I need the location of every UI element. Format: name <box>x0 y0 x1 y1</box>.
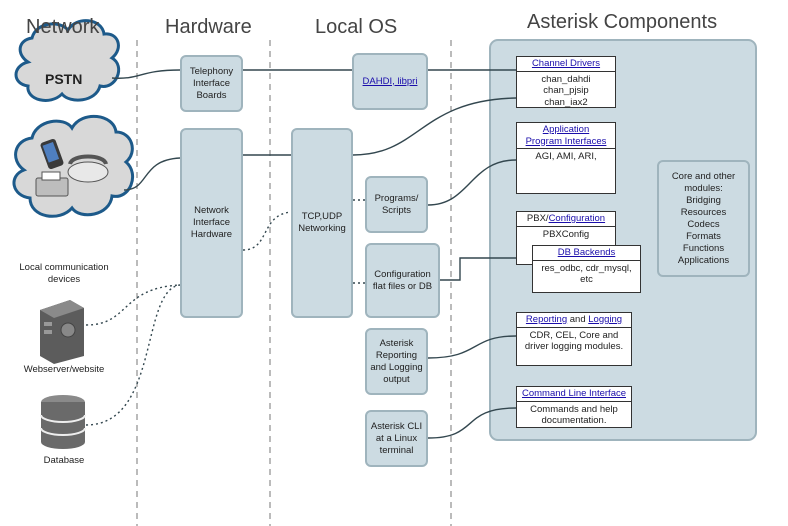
connector-dotted <box>85 284 181 426</box>
column-title-asterisk: Asterisk Components <box>527 11 718 33</box>
tcpudp-box: TCP,UDP Networking <box>291 128 353 318</box>
cli-terminal-box: Asterisk CLI at a Linux terminal <box>365 410 428 467</box>
column-title-local-os: Local OS <box>315 16 398 38</box>
reporting-and: and <box>567 314 589 325</box>
pstn-cloud <box>14 19 121 102</box>
connector-dotted <box>85 284 181 326</box>
pbx-config-body: PBXConfig <box>542 228 590 240</box>
cli-card: Command Line Interface Commands and help… <box>516 386 632 428</box>
channel-drivers-card: Channel Drivers chan_dahdi chan_pjsip ch… <box>516 56 616 108</box>
local-devices-label: Local communication devices <box>19 262 109 285</box>
config-files-box: Configuration flat files or DB <box>365 243 440 318</box>
connector <box>123 157 181 191</box>
column-title-hardware: Hardware <box>165 16 252 38</box>
dahdi-link[interactable]: DAHDI, libpri <box>362 75 418 87</box>
mobile-phone-icon <box>40 138 64 170</box>
programs-box: Programs/ Scripts <box>365 176 428 233</box>
connector <box>352 97 517 156</box>
cli-body: Commands and help documentation. <box>530 403 618 427</box>
connector-dotted <box>242 211 292 251</box>
channel-drivers-link[interactable]: Channel Drivers <box>531 58 601 69</box>
api-link-line1[interactable]: Application <box>542 124 590 135</box>
pbx-prefix: PBX/ <box>526 213 549 224</box>
desk-phone-icon <box>67 154 109 183</box>
reporting-output-box: Asterisk Reporting and Logging output <box>365 328 428 395</box>
logging-link[interactable]: Logging <box>588 314 623 325</box>
nic-box: Network Interface Hardware <box>180 128 243 318</box>
api-body: AGI, AMI, ARI, <box>535 151 597 162</box>
cli-link[interactable]: Command Line Interface <box>521 388 627 399</box>
telephony-boards-box: Telephony Interface Boards <box>180 55 243 112</box>
channel-drivers-body: chan_dahdi chan_pjsip chan_iax2 <box>541 73 591 108</box>
api-link-line2[interactable]: Program Interfaces <box>525 135 607 147</box>
database-icon <box>40 395 86 449</box>
fax-icon <box>35 171 69 197</box>
connector <box>427 407 517 439</box>
reporting-card: Reporting and Logging CDR, CEL, Core and… <box>516 312 632 366</box>
db-backends-body: res_odbc, cdr_mysql, etc <box>541 262 632 286</box>
reporting-body: CDR, CEL, Core and driver logging module… <box>524 329 624 353</box>
connector <box>440 257 530 281</box>
connector <box>427 159 517 206</box>
webserver-label: Webserver/website <box>23 364 105 375</box>
db-backends-link[interactable]: DB Backends <box>557 247 616 258</box>
column-title-network: Network <box>26 16 100 38</box>
dahdi-box: DAHDI, libpri <box>352 53 428 110</box>
reporting-link[interactable]: Reporting <box>525 314 568 325</box>
connector <box>111 69 181 79</box>
core-modules-box: Core and other modules: Bridging Resourc… <box>657 160 750 277</box>
connector <box>427 335 517 359</box>
configuration-link[interactable]: Configuration <box>548 213 606 224</box>
db-backends-card: DB Backends res_odbc, cdr_mysql, etc <box>532 245 641 293</box>
webserver-icon <box>40 300 84 364</box>
database-label: Database <box>43 455 85 466</box>
pstn-label: PSTN <box>45 71 83 87</box>
